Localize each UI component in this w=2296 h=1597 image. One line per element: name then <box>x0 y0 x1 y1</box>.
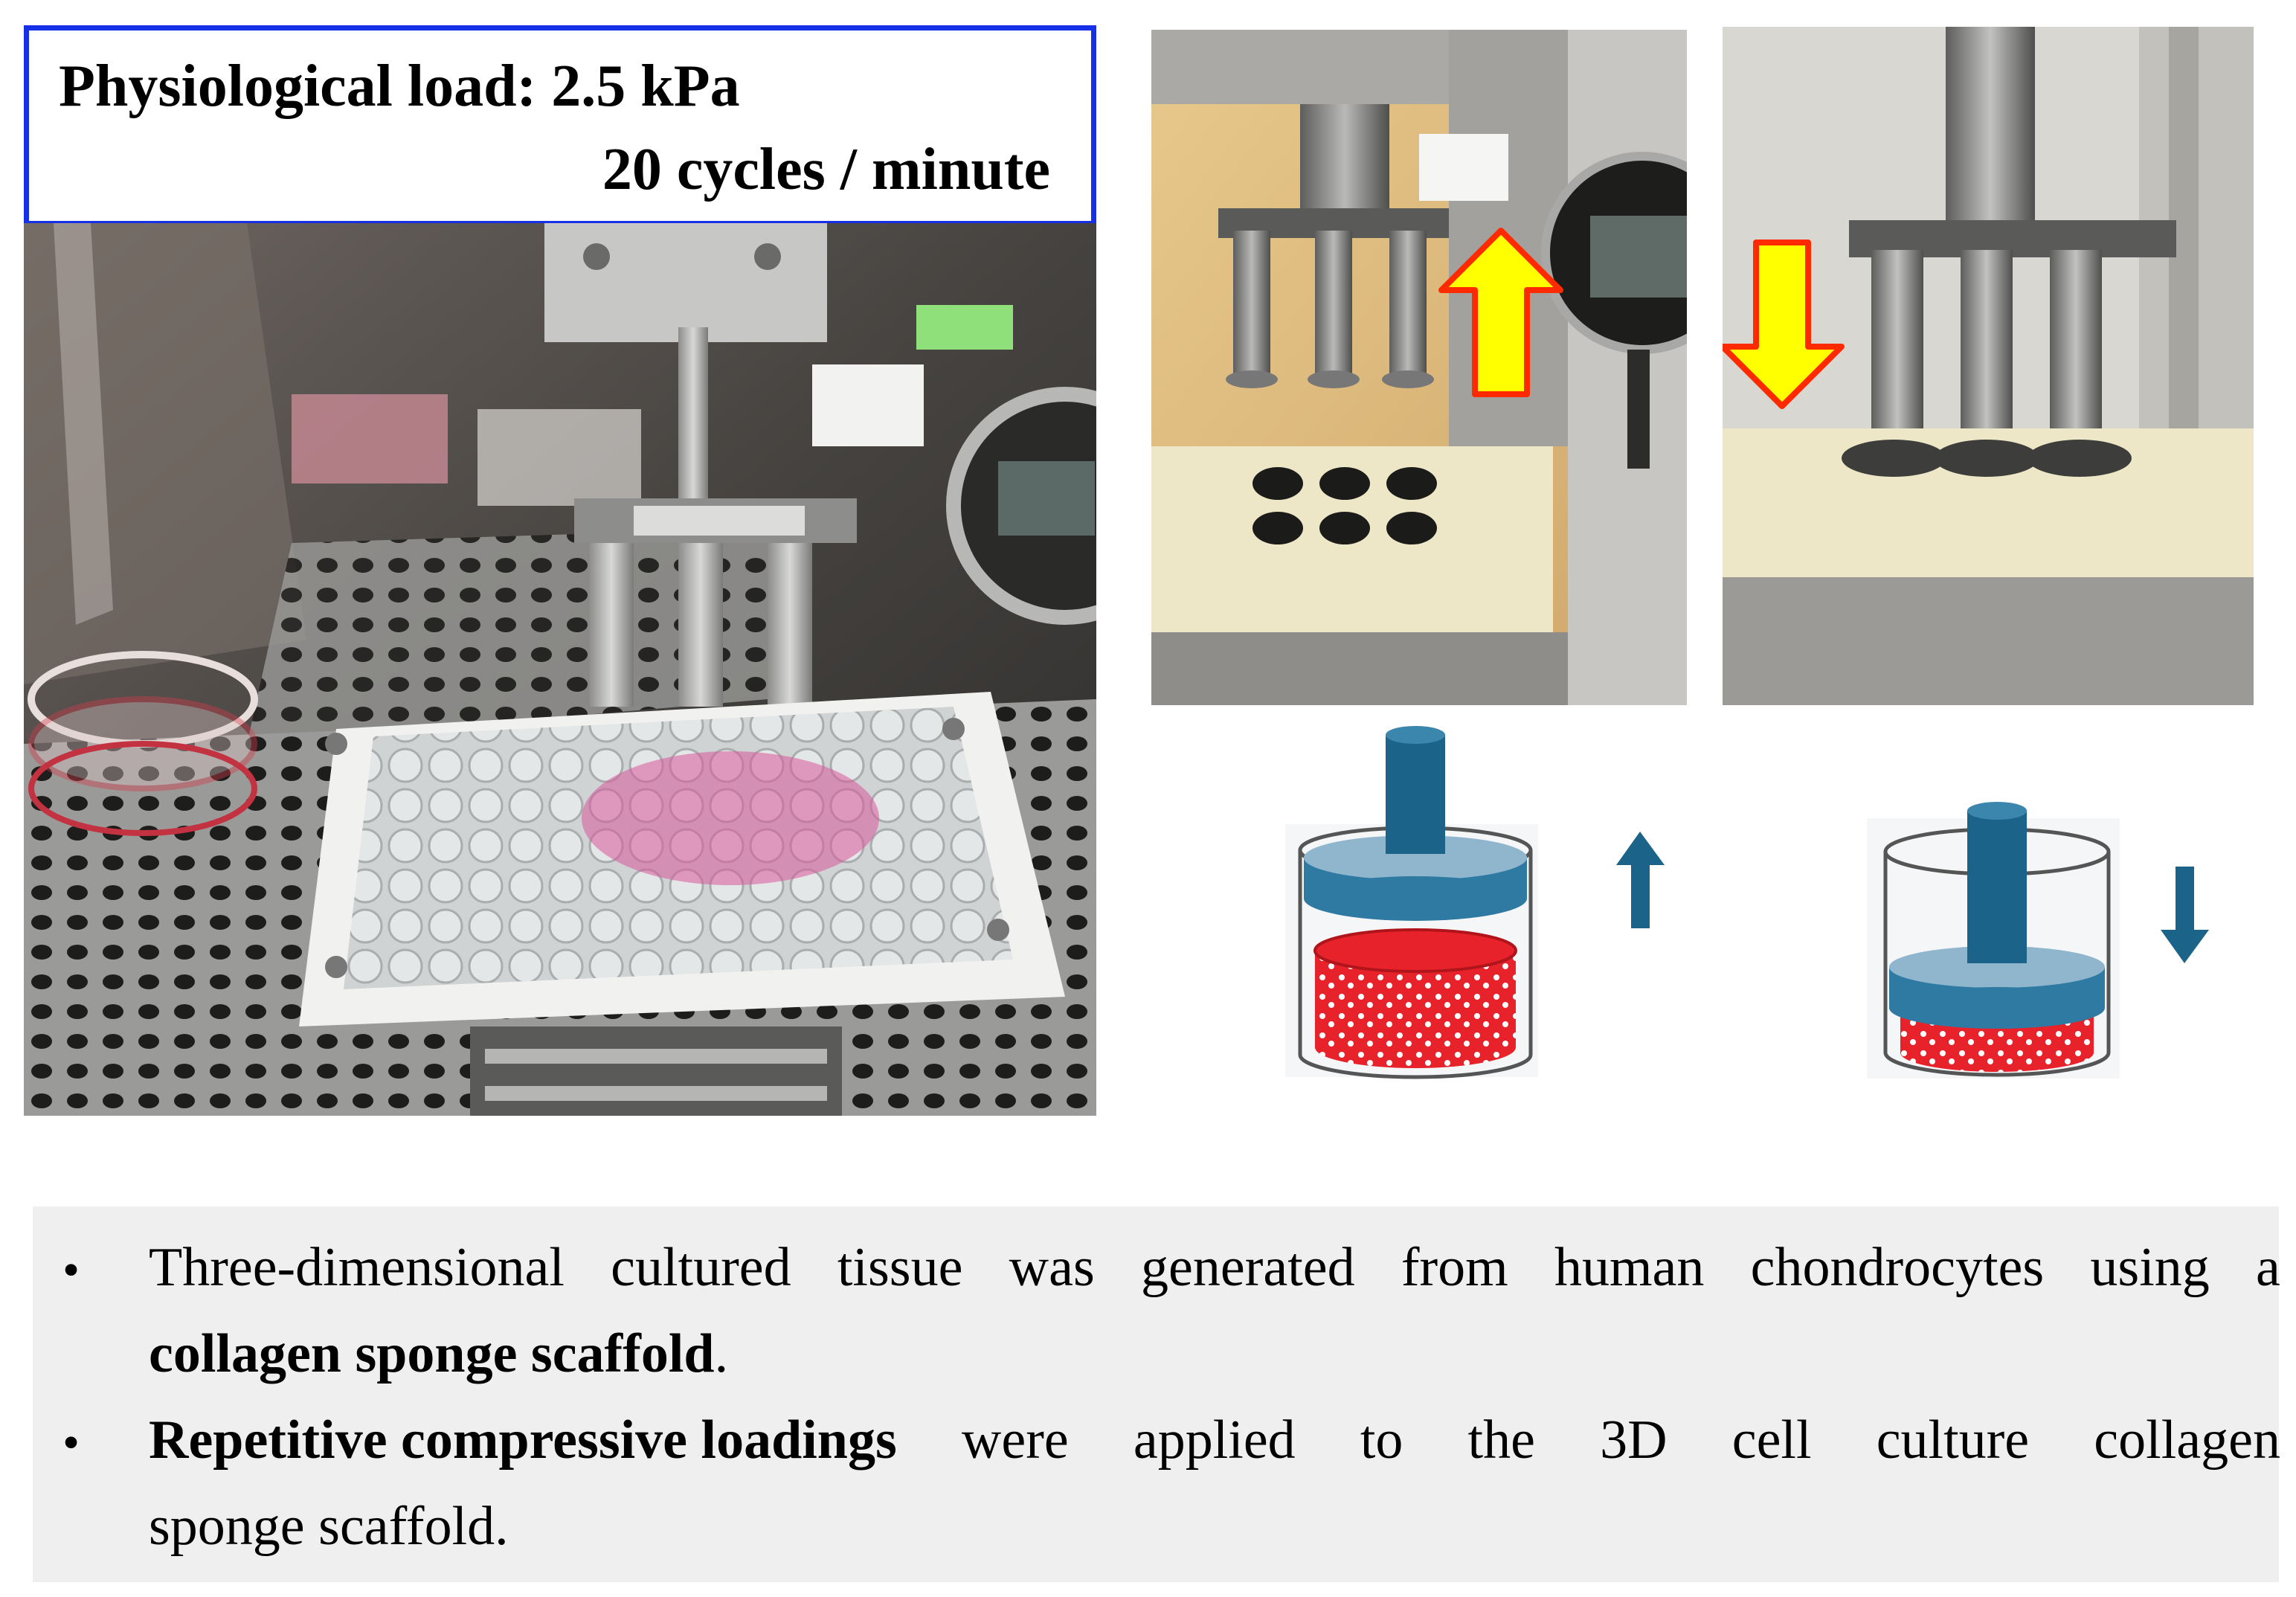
word: generated <box>1141 1237 1355 1298</box>
bullet-marker: • <box>62 1416 80 1470</box>
word: chondrocytes <box>1750 1237 2045 1298</box>
scaffold-unloaded-diagram <box>1278 720 1665 1092</box>
loading-head-pressed-photo <box>1723 27 2254 705</box>
word: the <box>1467 1410 1535 1471</box>
bullet-2-line-2: sponge scaffold. <box>149 1496 509 1557</box>
word: tissue <box>837 1237 963 1298</box>
word: were <box>961 1410 1069 1471</box>
cycle-rate-label: 20 cycles / minute <box>602 137 1050 202</box>
bullet-1-line-1: Three-dimensional cultured tissue was genera… <box>149 1236 2280 1299</box>
word: collagen <box>2094 1410 2280 1471</box>
word: human <box>1554 1237 1705 1298</box>
incubator-loading-apparatus-photo <box>24 223 1096 1116</box>
bold-term: Repetitive compressive loadings <box>149 1410 897 1471</box>
loading-head-lifted-photo <box>1151 30 1687 705</box>
bold-term: collagen sponge scaffold <box>149 1323 715 1384</box>
word: culture <box>1876 1410 2030 1471</box>
bullet-1-line-2: collagen sponge scaffold. <box>149 1323 729 1384</box>
word: to <box>1360 1410 1403 1471</box>
word: 3D <box>1600 1410 1668 1471</box>
word: cell <box>1731 1410 1812 1471</box>
load-parameters-box: Physiological load: 2.5 kPa 20 cycles / … <box>24 25 1096 226</box>
bullet-2-line-1: Repetitive compressive loadings were appli… <box>149 1409 2280 1472</box>
word: was <box>1009 1237 1095 1298</box>
scaffold-compressed-diagram <box>1859 796 2246 1093</box>
physiological-load-label: Physiological load: 2.5 kPa <box>59 54 740 119</box>
word: a <box>2256 1237 2280 1298</box>
bullet-marker: • <box>62 1243 80 1297</box>
word: from <box>1401 1237 1508 1298</box>
word: applied <box>1133 1410 1296 1471</box>
word: Three-dimensional <box>149 1237 565 1298</box>
word: cultured <box>611 1237 791 1298</box>
word: using <box>2090 1237 2210 1298</box>
